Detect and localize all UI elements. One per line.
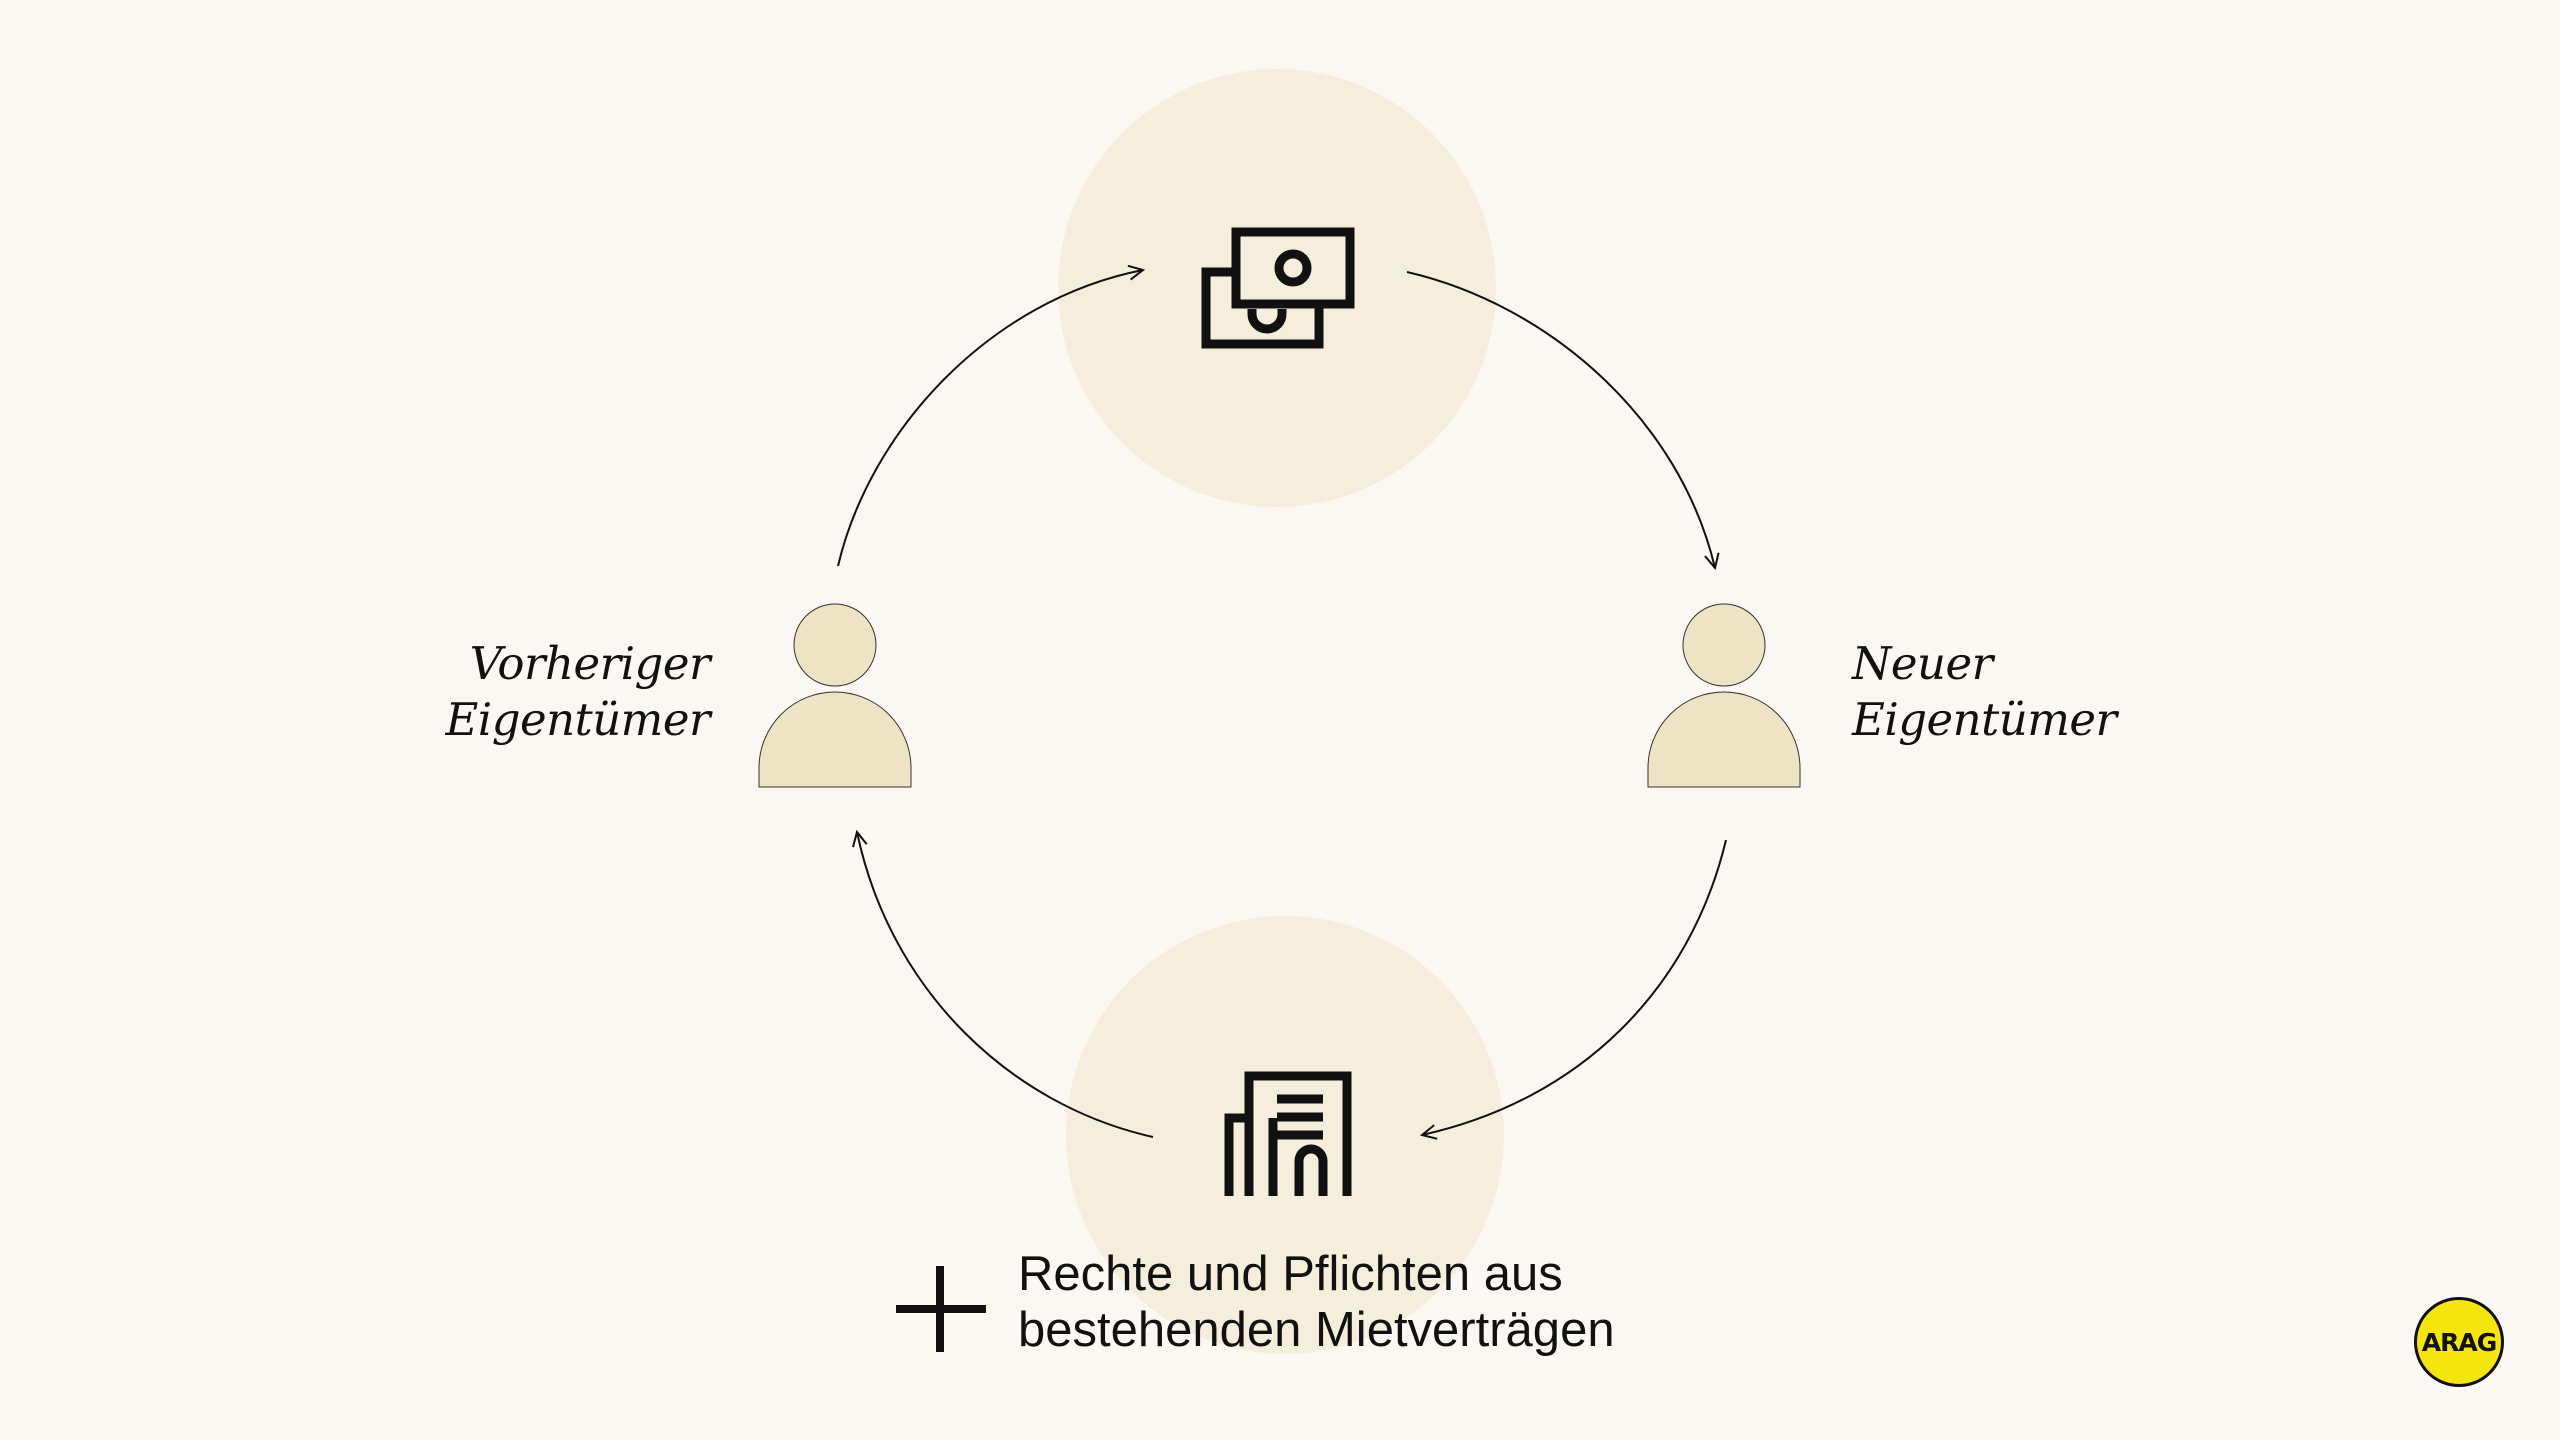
- previous-owner-label-line2: Eigentümer: [445, 693, 710, 746]
- plus-icon: [896, 1266, 986, 1352]
- apartment-building-icon: [1224, 1071, 1352, 1196]
- new-owner-person-icon: [1647, 603, 1801, 788]
- previous-owner-label: Vorheriger Eigentümer: [445, 636, 710, 748]
- arag-logo: ARAG: [2414, 1297, 2504, 1387]
- arrow-money-to-new: [1406, 271, 1720, 571]
- arrow-new-to-property: [1419, 839, 1727, 1140]
- logo-text: ARAG: [2421, 1327, 2497, 1357]
- new-owner-label-line1: Neuer: [1852, 637, 1993, 690]
- bottom-note-line2: bestehenden Mietverträgen: [1018, 1303, 1615, 1357]
- arrow-property-to-previous: [852, 829, 1154, 1138]
- new-owner-label-line2: Eigentümer: [1852, 693, 2117, 746]
- bottom-note: Rechte und Pflichten aus bestehenden Mie…: [1018, 1246, 1615, 1358]
- previous-owner-label-line1: Vorheriger: [469, 637, 711, 690]
- previous-owner-person-icon: [758, 603, 912, 788]
- money-bills-icon: [1201, 227, 1355, 349]
- bottom-note-line1: Rechte und Pflichten aus: [1018, 1247, 1563, 1301]
- new-owner-label: Neuer Eigentümer: [1852, 636, 2117, 748]
- arrow-previous-to-money: [837, 264, 1146, 567]
